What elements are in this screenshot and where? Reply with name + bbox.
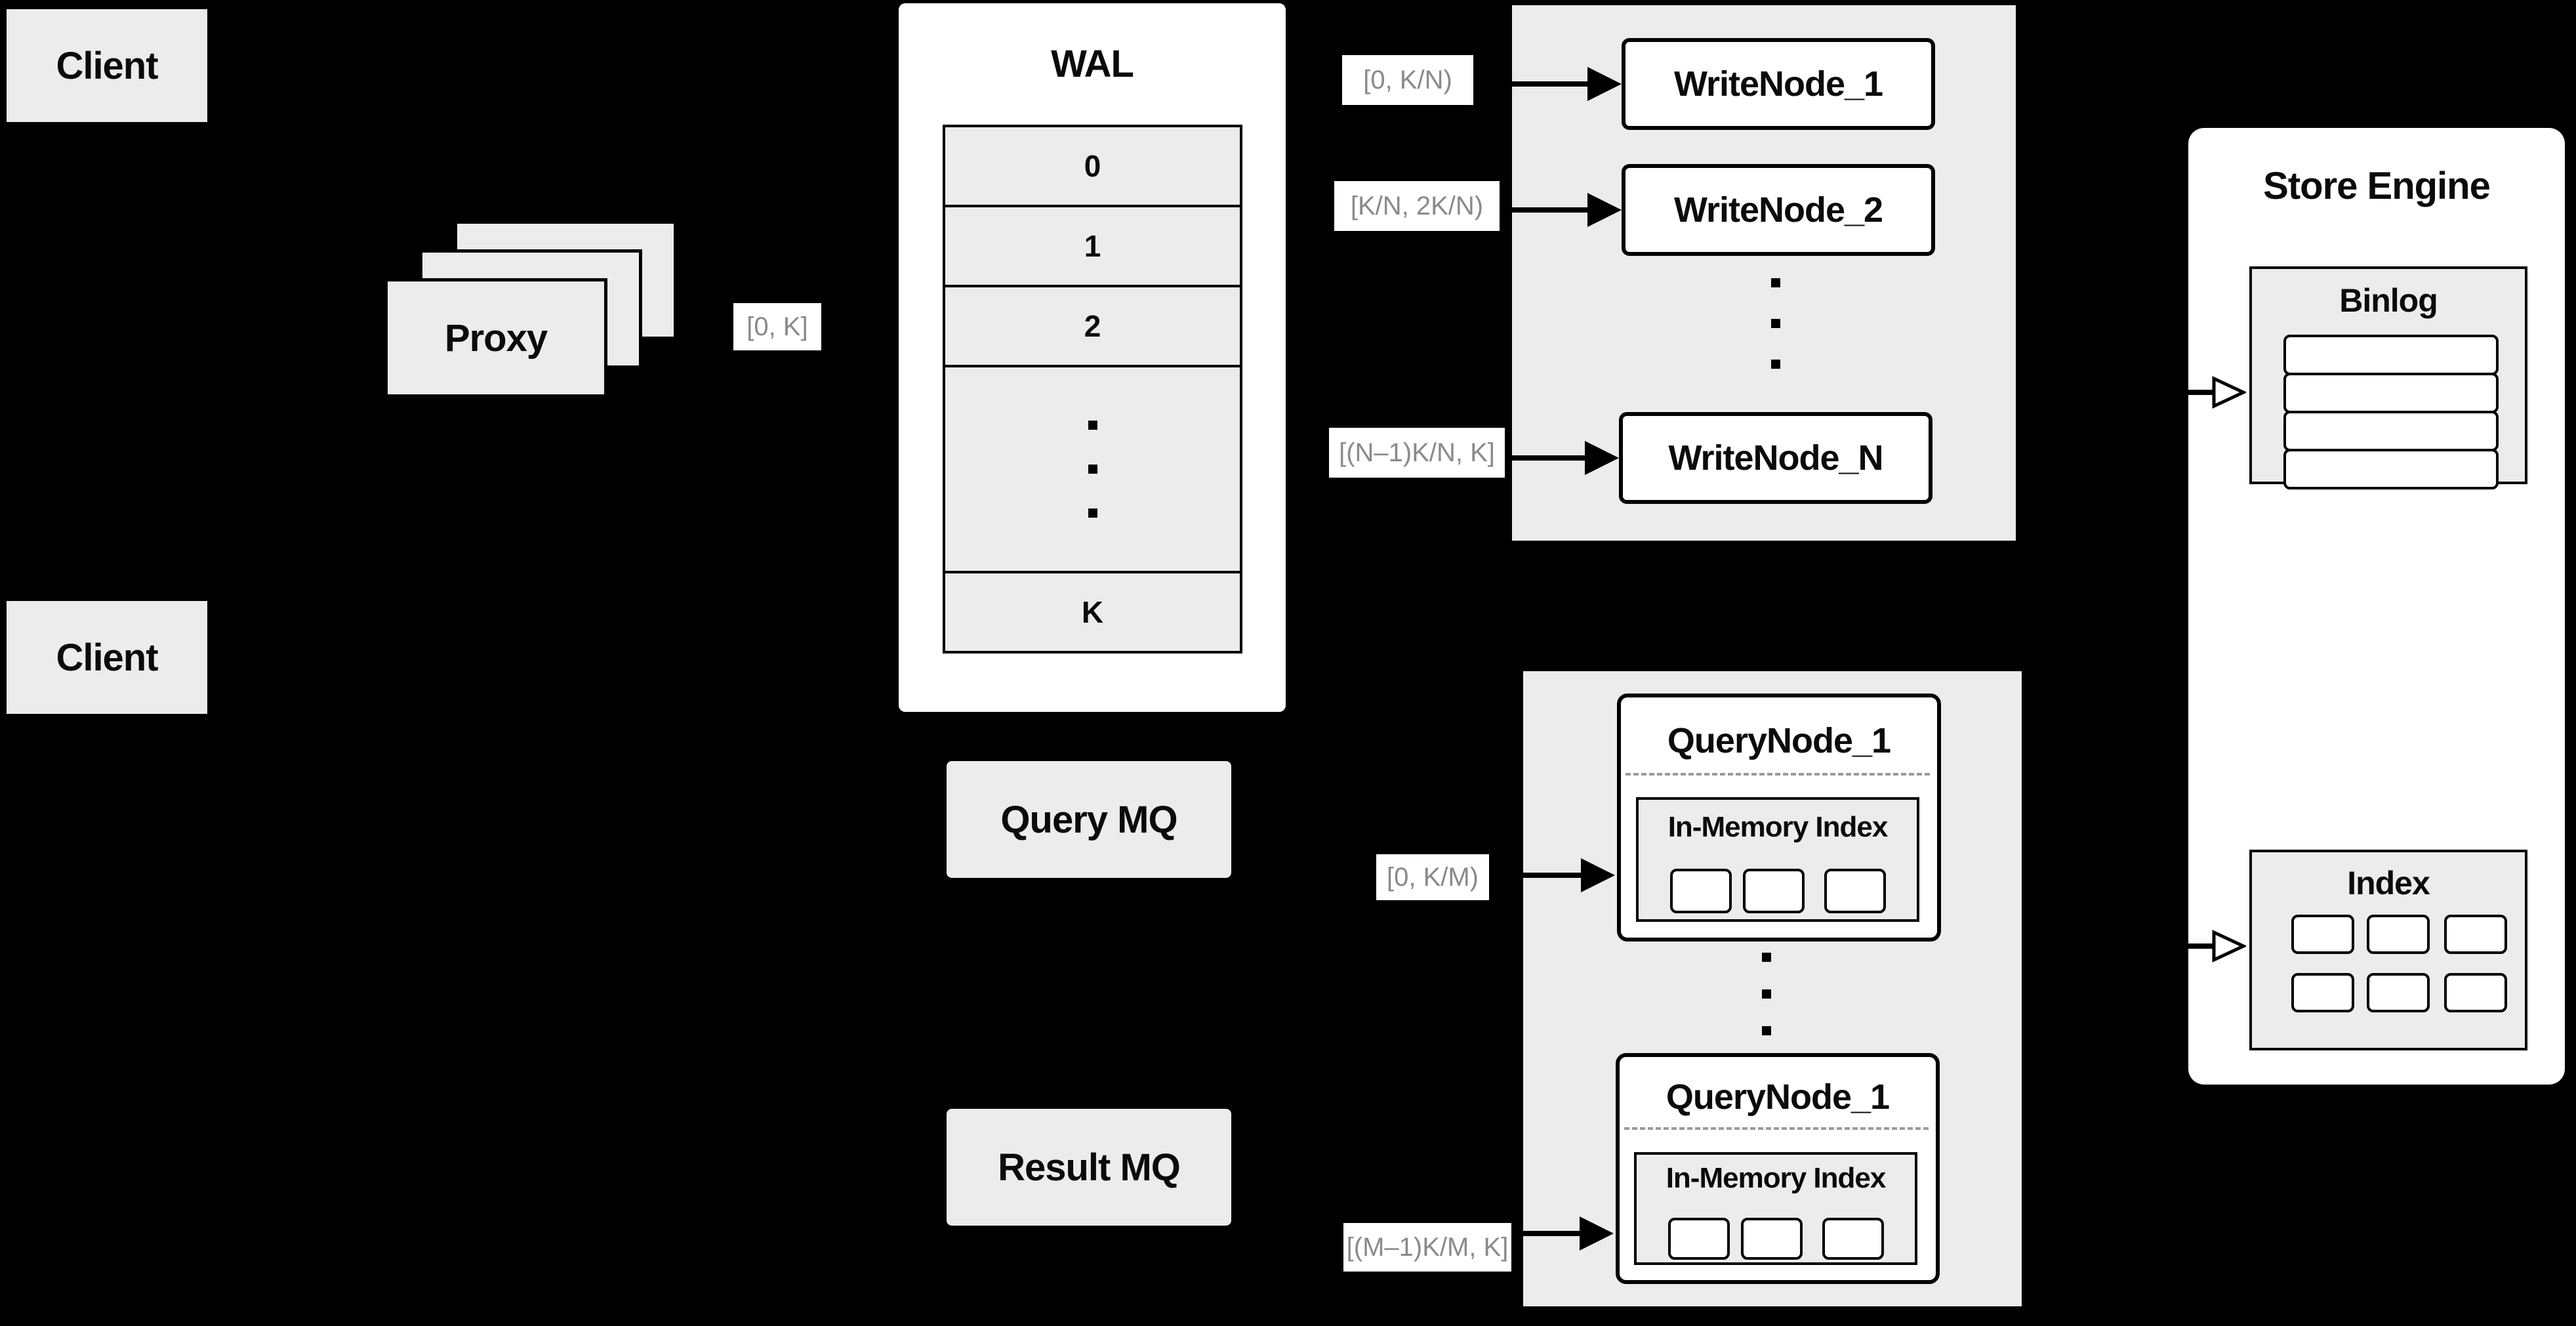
memory-segment-cell bbox=[1741, 1218, 1803, 1260]
query-node-bottom-divider bbox=[1624, 1127, 1929, 1130]
index-cell bbox=[2444, 973, 2507, 1012]
arrow-line-write-2 bbox=[1512, 207, 1589, 213]
arrowhead-query-1-icon bbox=[1581, 858, 1615, 892]
write-node-2-label: WriteNode_2 bbox=[1673, 190, 1883, 230]
memory-segment-cell bbox=[1668, 1218, 1730, 1260]
in-memory-index-top-title: In-Memory Index bbox=[1636, 804, 1919, 850]
arrow-line-write-1 bbox=[1512, 81, 1589, 87]
arrowhead-index-icon bbox=[2212, 930, 2246, 963]
wal-row-2: 2 bbox=[943, 285, 1242, 367]
wal-partition-table: 0 1 2 K bbox=[943, 125, 1242, 653]
range-label-write-2: [K/N, 2K/N) bbox=[1334, 181, 1500, 231]
wal-title: WAL bbox=[899, 34, 1286, 93]
store-engine-title: Store Engine bbox=[2188, 156, 2565, 215]
client-box-top: Client bbox=[7, 9, 207, 122]
query-cluster-ellipsis bbox=[1762, 953, 1771, 1035]
write-node-1-label: WriteNode_1 bbox=[1673, 64, 1883, 104]
in-memory-index-bottom-title-text: In-Memory Index bbox=[1666, 1162, 1887, 1194]
arrow-line-binlog bbox=[2188, 390, 2216, 395]
proxy-card-front: Proxy bbox=[384, 278, 607, 398]
query-node-top-divider bbox=[1625, 773, 1930, 776]
query-node-bottom-title-text: QueryNode_1 bbox=[1666, 1077, 1890, 1117]
query-node-top-title-text: QueryNode_1 bbox=[1667, 721, 1891, 760]
write-node-n-label: WriteNode_N bbox=[1668, 438, 1883, 478]
binlog-row bbox=[2283, 449, 2499, 489]
binlog-row bbox=[2283, 373, 2499, 413]
write-cluster-ellipsis bbox=[1771, 278, 1780, 369]
arrowhead-write-1-icon bbox=[1587, 67, 1622, 101]
memory-segment-cell bbox=[1743, 869, 1805, 913]
wal-row-k: K bbox=[943, 571, 1242, 653]
wal-row-0-label: 0 bbox=[1084, 149, 1101, 183]
in-memory-index-top-title-text: In-Memory Index bbox=[1667, 811, 1889, 843]
wal-row-1-label: 1 bbox=[1084, 229, 1101, 263]
write-node-1: WriteNode_1 bbox=[1622, 38, 1935, 130]
write-node-2: WriteNode_2 bbox=[1622, 164, 1935, 256]
arrowhead-write-2-icon bbox=[1587, 193, 1622, 227]
query-mq-label: Query MQ bbox=[1000, 798, 1177, 841]
binlog-row bbox=[2283, 335, 2499, 375]
index-cell bbox=[2291, 973, 2354, 1012]
binlog-title-text: Binlog bbox=[2339, 282, 2438, 319]
binlog-rows bbox=[2283, 335, 2499, 489]
wal-row-0: 0 bbox=[943, 125, 1242, 207]
index-cell bbox=[2367, 915, 2430, 954]
range-label-query-1: [0, K/M) bbox=[1376, 854, 1489, 900]
result-mq-label: Result MQ bbox=[998, 1146, 1181, 1189]
vertical-ellipsis bbox=[1088, 421, 1097, 518]
in-memory-index-bottom-title: In-Memory Index bbox=[1634, 1157, 1917, 1199]
wal-row-k-label: K bbox=[1081, 595, 1104, 629]
client-bottom-label: Client bbox=[56, 636, 158, 679]
arrow-line-query-m bbox=[1523, 1231, 1589, 1236]
index-title-text: Index bbox=[2347, 865, 2430, 901]
index-cell bbox=[2291, 915, 2354, 954]
memory-segment-cell bbox=[1822, 1218, 1884, 1260]
wal-title-text: WAL bbox=[1051, 42, 1134, 85]
arrowhead-binlog-icon bbox=[2212, 376, 2246, 409]
arrow-line-index bbox=[2188, 943, 2216, 949]
wal-row-ellipsis bbox=[943, 365, 1242, 573]
wal-row-1: 1 bbox=[943, 205, 1242, 287]
proxy-label: Proxy bbox=[444, 316, 548, 360]
query-node-bottom-title: QueryNode_1 bbox=[1616, 1069, 1940, 1125]
index-cell bbox=[2444, 915, 2507, 954]
binlog-title: Binlog bbox=[2249, 273, 2527, 328]
arrowhead-write-n-icon bbox=[1585, 441, 1619, 475]
binlog-row bbox=[2283, 411, 2499, 451]
client-box-bottom: Client bbox=[7, 601, 207, 714]
range-label-query-m: [(M–1)K/M, K] bbox=[1343, 1223, 1511, 1272]
wal-row-2-label: 2 bbox=[1084, 309, 1101, 343]
index-title: Index bbox=[2249, 857, 2527, 909]
memory-segment-cell bbox=[1824, 869, 1886, 913]
client-top-label: Client bbox=[56, 44, 158, 87]
arrow-line-write-n bbox=[1512, 455, 1587, 461]
index-cell bbox=[2367, 973, 2430, 1012]
range-label-proxy-out: [0, K] bbox=[733, 303, 821, 350]
query-node-top-title: QueryNode_1 bbox=[1617, 713, 1941, 768]
query-mq-box: Query MQ bbox=[947, 761, 1231, 878]
store-engine-title-text: Store Engine bbox=[2263, 164, 2491, 207]
range-label-write-n: [(N–1)K/N, K] bbox=[1329, 428, 1505, 478]
arrowhead-query-m-icon bbox=[1580, 1216, 1614, 1251]
write-node-n: WriteNode_N bbox=[1619, 412, 1932, 504]
arrow-line-query-1 bbox=[1523, 873, 1589, 878]
range-label-write-1: [0, K/N) bbox=[1342, 55, 1473, 105]
memory-segment-cell bbox=[1670, 869, 1732, 913]
result-mq-box: Result MQ bbox=[947, 1109, 1231, 1226]
